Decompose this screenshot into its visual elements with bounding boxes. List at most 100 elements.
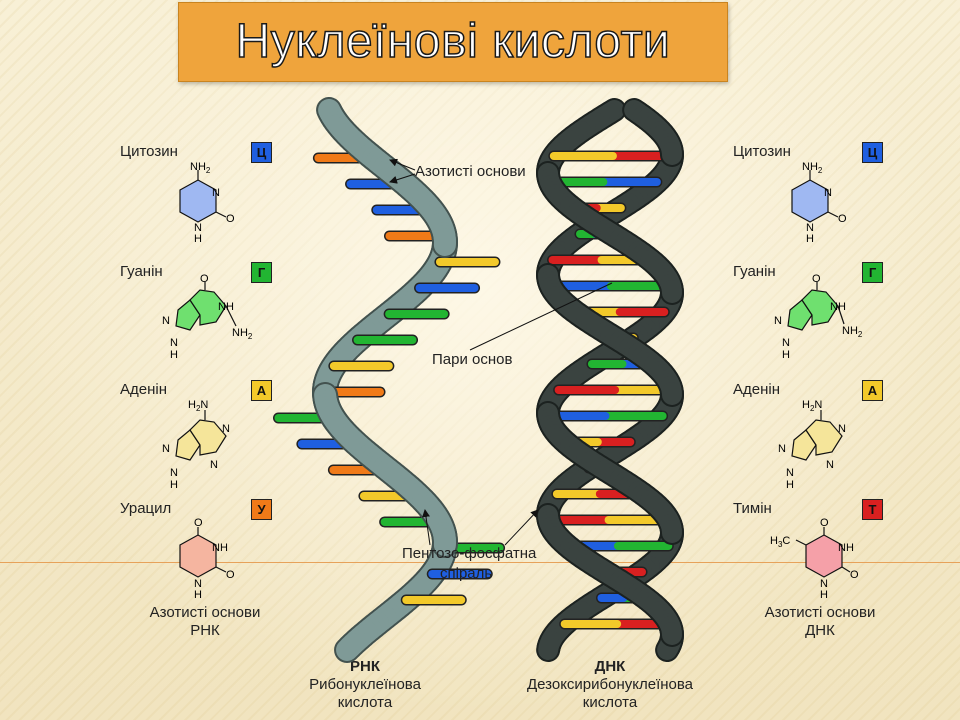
dna-cytosine-structure: NH2 N O N H (791, 161, 847, 245)
dc-nh2: NH2 (802, 161, 823, 175)
dna-bases-caption: Азотисті основи ДНК (745, 604, 895, 640)
backbone-annotation-line2: спіраль (440, 565, 492, 582)
dg-nh: NH (830, 301, 846, 313)
dna-backbone-segment (538, 637, 559, 660)
dg-o: O (812, 273, 821, 285)
g-h: H (170, 349, 178, 361)
dna-backbone-segment (657, 637, 679, 660)
rna-base-uracil-name: Урацил (120, 500, 172, 517)
a-n3: N (210, 459, 218, 471)
t-nh: NH (838, 542, 854, 554)
dna-full-line1: Дезоксирибонуклеїнова (526, 676, 694, 693)
c-n1: N (212, 187, 220, 199)
rna-full-line2: кислота (337, 694, 393, 711)
rna-base-adenine-name: Аденін (120, 381, 167, 398)
c-n3: N (194, 222, 202, 234)
g-o: O (200, 273, 209, 285)
rna-badge-c: Ц (251, 142, 272, 163)
base-pairs-pointer (469, 282, 613, 351)
da-n3: N (826, 459, 834, 471)
dg-h: H (782, 349, 790, 361)
dna-badge-c: Ц (862, 142, 883, 163)
rna-badge-a: А (251, 380, 272, 401)
nitrogen-bases-annotation: Азотисті основи (415, 163, 526, 180)
c-h: H (194, 233, 202, 245)
g-nh2: NH2 (232, 327, 253, 341)
t-o1: O (820, 517, 829, 529)
dna-bases-caption-line1: Азотисті основи (764, 604, 876, 621)
rna-bases-caption-line1: Азотисті основи (149, 604, 261, 621)
a-h: H (170, 479, 178, 491)
rna-badge-g: Г (251, 262, 272, 283)
backbone-arrow-dna (504, 509, 539, 546)
u-n: N (194, 578, 202, 590)
a-n7: N (162, 443, 170, 455)
dc-n3: N (806, 222, 814, 234)
t-h3c: H3C (770, 535, 790, 549)
dna-thymine-structure: O H3C NH O N H (770, 517, 859, 601)
u-o1: O (194, 517, 203, 529)
dc-o: O (838, 213, 847, 225)
dg-nh2: NH2 (842, 325, 863, 339)
rna-label: РНК (350, 658, 380, 675)
backbone-annotation-line1: Пентозо-фосфатна (402, 545, 537, 562)
da-h: H (786, 479, 794, 491)
rna-bases-caption: Азотисті основи РНК (130, 604, 280, 640)
rna-uracil-structure: O NH O N H (179, 517, 235, 601)
g-n7: N (162, 315, 170, 327)
page-title: Нуклеїнові кислоти (235, 14, 671, 69)
rna-badge-u: У (251, 499, 272, 520)
da-h2n: H2N (802, 399, 822, 413)
dna-full-line2: кислота (582, 694, 638, 711)
base-pairs-annotation: Пари основ (432, 351, 512, 368)
dna-caption: ДНК Дезоксирибонуклеїнова кислота (505, 658, 715, 712)
rna-full-line1: Рибонуклеїнова (309, 676, 421, 693)
dna-bases-caption-line2: ДНК (805, 622, 835, 639)
nitrogen-bases-arrow-2 (389, 173, 416, 184)
dna-base-adenine-name: Аденін (733, 381, 780, 398)
da-n1: N (838, 423, 846, 435)
rna-bases (272, 152, 506, 606)
rna-adenine-structure: H2N N N N N H (162, 399, 230, 491)
dc-n1: N (824, 187, 832, 199)
dna-base-cytosine-name: Цитозин (733, 143, 791, 160)
dna-badge-t: Т (862, 499, 883, 520)
a-n1: N (222, 423, 230, 435)
rna-base-cytosine-name: Цитозин (120, 143, 178, 160)
rna-base-guanine-name: Гуанін (120, 263, 163, 280)
dc-h: H (806, 233, 814, 245)
t-o2: O (850, 569, 859, 581)
dna-base-pairs (542, 150, 678, 630)
dna-label: ДНК (594, 658, 626, 675)
backbone-arrow-rna (422, 509, 431, 546)
divider-line (0, 562, 960, 563)
rna-caption: РНК Рибонуклеїнова кислота (285, 658, 445, 712)
t-n: N (820, 578, 828, 590)
t-h: H (820, 589, 828, 601)
a-n9: N (170, 467, 178, 479)
g-n9: N (170, 337, 178, 349)
rna-cytosine-structure: NH2 N O N H (179, 161, 235, 245)
dna-base-thymine-name: Тимін (733, 500, 772, 517)
u-nh: NH (212, 542, 228, 554)
dna-adenine-structure: H2N N N N N H (778, 399, 846, 491)
g-nh: NH (218, 301, 234, 313)
u-o2: O (226, 569, 235, 581)
dna-base-guanine-name: Гуанін (733, 263, 776, 280)
dna-badge-a: А (862, 380, 883, 401)
c-nh2: NH2 (190, 161, 211, 175)
rna-bases-caption-line2: РНК (190, 622, 220, 639)
da-n7: N (778, 443, 786, 455)
nitrogen-bases-arrow-1 (389, 158, 416, 171)
rna-guanine-structure: O NH NH2 N N H (162, 273, 253, 361)
dg-n9: N (782, 337, 790, 349)
dna-backbone-front (536, 98, 684, 647)
title-banner: Нуклеїнові кислоти (178, 2, 728, 82)
c-o: O (226, 213, 235, 225)
u-h: H (194, 589, 202, 601)
dg-n7: N (774, 315, 782, 327)
dna-badge-g: Г (862, 262, 883, 283)
da-n9: N (786, 467, 794, 479)
